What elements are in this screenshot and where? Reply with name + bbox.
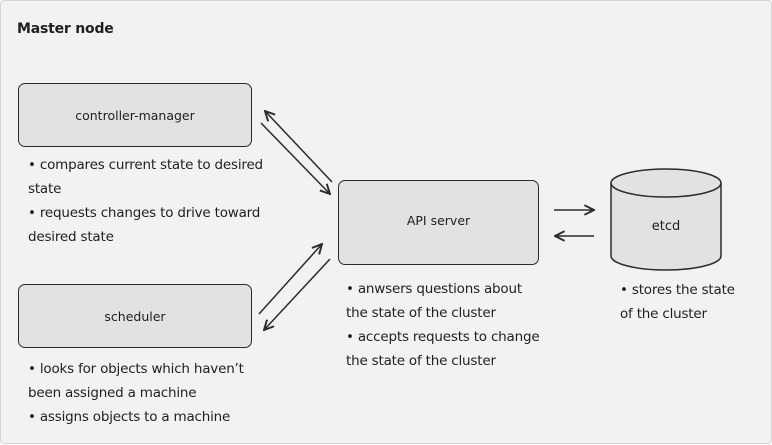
note-line: • looks for objects which haven’t (28, 361, 244, 377)
note-line: the state of the cluster (346, 305, 496, 321)
arrow-controller-to-api (260, 122, 330, 194)
note-line: • accepts requests to change (346, 329, 540, 345)
note-line: been assigned a machine (28, 385, 197, 401)
note-line: • stores the state (620, 282, 735, 298)
note-line: • anwsers questions about (346, 281, 522, 297)
note-line: state (28, 181, 62, 197)
scheduler-label: scheduler (104, 308, 166, 324)
note-line: of the cluster (620, 306, 707, 322)
arrow-scheduler-to-api (258, 244, 322, 315)
note-line: desired state (28, 229, 114, 245)
arrow-api-to-controller (265, 111, 333, 183)
etcd-notes: • stores the state of the cluster (620, 278, 735, 326)
note-line: • requests changes to drive toward (28, 205, 261, 221)
api-server-label: API server (406, 213, 471, 228)
note-line: the state of the cluster (346, 353, 496, 369)
scheduler-notes: • looks for objects which haven’t been a… (28, 357, 244, 429)
api-server-notes: • anwsers questions about the state of t… (346, 277, 540, 373)
controller-manager-label: controller-manager (75, 107, 195, 123)
api-server-box: API server (338, 180, 539, 265)
diagram-title: Master node (17, 21, 114, 37)
note-line: • compares current state to desired (28, 157, 263, 173)
etcd-cylinder (610, 168, 722, 271)
controller-manager-notes: • compares current state to desired stat… (28, 153, 263, 249)
arrow-api-to-scheduler (264, 258, 331, 330)
note-line: • assigns objects to a machine (28, 409, 231, 425)
controller-manager-box: controller-manager (18, 83, 252, 147)
etcd-label: etcd (651, 219, 681, 234)
scheduler-box: scheduler (18, 284, 252, 348)
